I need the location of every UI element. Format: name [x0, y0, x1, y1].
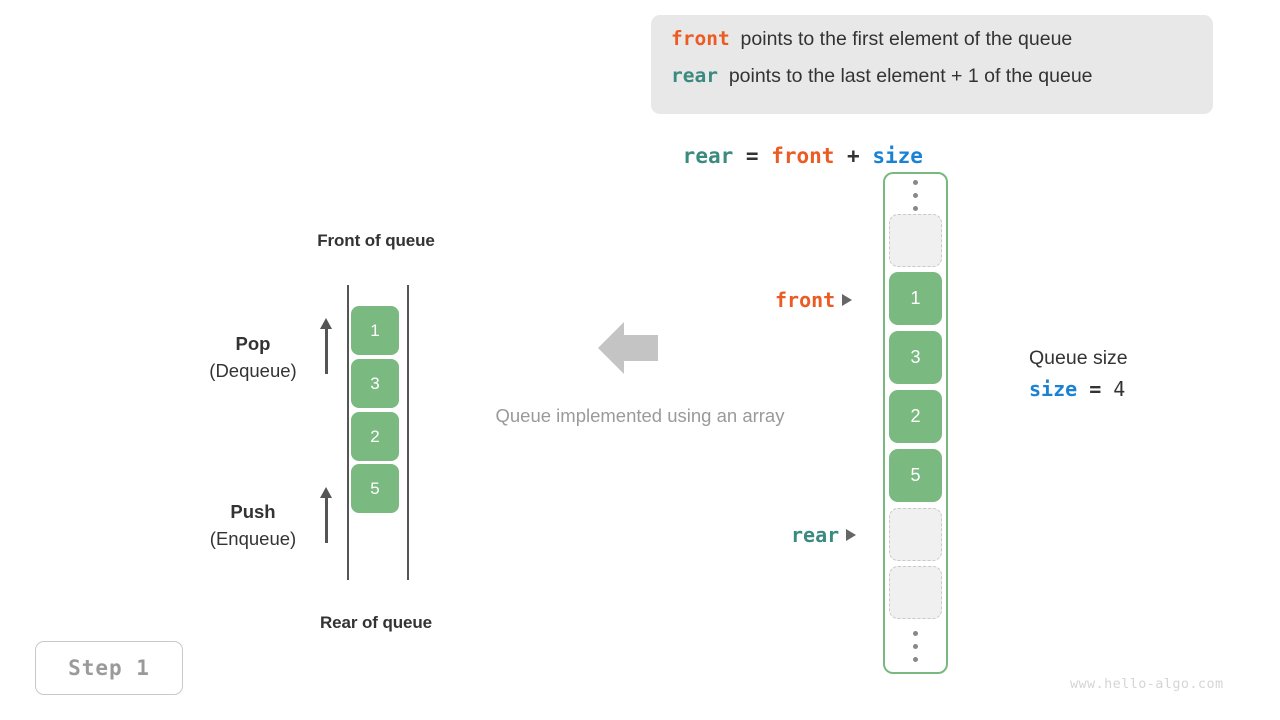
- rear-pointer: rear: [791, 522, 857, 548]
- queue-size-expression: size = 4: [1029, 373, 1128, 406]
- front-pointer-label: front: [775, 288, 836, 312]
- formula-equals: =: [733, 144, 772, 168]
- front-pointer-arrow-icon: [842, 294, 853, 306]
- definition-rear-description: points to the last element + 1 of the qu…: [728, 65, 1093, 87]
- array-cell-0: 1: [889, 272, 942, 325]
- formula-rear-equals-front-plus-size: rear = front + size: [671, 120, 923, 169]
- rear-of-queue-label: Rear of queue: [319, 613, 433, 632]
- front-pointer: front: [775, 287, 853, 313]
- array-cell-1: 3: [889, 331, 942, 384]
- queue-element-1: 3: [351, 359, 399, 408]
- definition-front-description: points to the first element of the queue: [740, 28, 1073, 50]
- array-cell-empty-2: [889, 566, 942, 619]
- pop-title: Pop: [235, 333, 271, 354]
- step-badge: Step 1: [35, 641, 183, 695]
- queue-element-0: 1: [351, 306, 399, 355]
- pop-subtitle: (Dequeue): [209, 360, 297, 381]
- formula-rhs-size: size: [872, 144, 923, 168]
- definition-line-front: front points to the first element of the…: [671, 27, 1193, 64]
- size-variable: size: [1029, 377, 1078, 401]
- array-ellipsis-top: [908, 180, 923, 211]
- pop-up-arrow-icon: [318, 318, 334, 374]
- definition-text-rear: [718, 65, 729, 88]
- left-pointing-arrow-icon: [598, 322, 658, 379]
- formula-lhs: rear: [682, 144, 734, 168]
- queue-element-2: 2: [351, 412, 399, 461]
- rear-pointer-arrow-icon: [846, 529, 857, 541]
- size-equals: =: [1077, 377, 1114, 401]
- array-cell-2: 2: [889, 390, 942, 443]
- array-cell-empty-top: [889, 214, 942, 267]
- center-caption: Queue implemented using an array: [495, 405, 785, 426]
- formula-rhs-front: front: [771, 144, 835, 168]
- push-up-arrow-icon: [318, 487, 334, 543]
- keyword-front: front: [671, 27, 730, 50]
- queue-size-info: Queue size size = 4: [1029, 343, 1128, 406]
- size-value: 4: [1113, 377, 1126, 401]
- formula-plus: +: [834, 144, 873, 168]
- push-title: Push: [230, 501, 276, 522]
- queue-rail-left: [347, 285, 349, 580]
- queue-rail-right: [407, 285, 409, 580]
- rear-pointer-label: rear: [791, 523, 840, 547]
- pop-operation-label: Pop (Dequeue): [173, 331, 333, 385]
- array-cell-empty-1: [889, 508, 942, 561]
- definition-box: front points to the first element of the…: [651, 15, 1213, 114]
- definition-text-front: [730, 28, 741, 51]
- front-of-queue-label: Front of queue: [317, 231, 435, 250]
- array-cell-3: 5: [889, 449, 942, 502]
- keyword-rear: rear: [671, 64, 718, 87]
- push-operation-label: Push (Enqueue): [173, 499, 333, 553]
- watermark: www.hello-algo.com: [1070, 676, 1224, 692]
- definition-line-rear: rear points to the last element + 1 of t…: [671, 64, 1193, 101]
- queue-element-3: 5: [351, 464, 399, 513]
- queue-size-title: Queue size: [1029, 347, 1128, 369]
- push-subtitle: (Enqueue): [209, 528, 297, 549]
- array-ellipsis-bottom: [908, 631, 923, 662]
